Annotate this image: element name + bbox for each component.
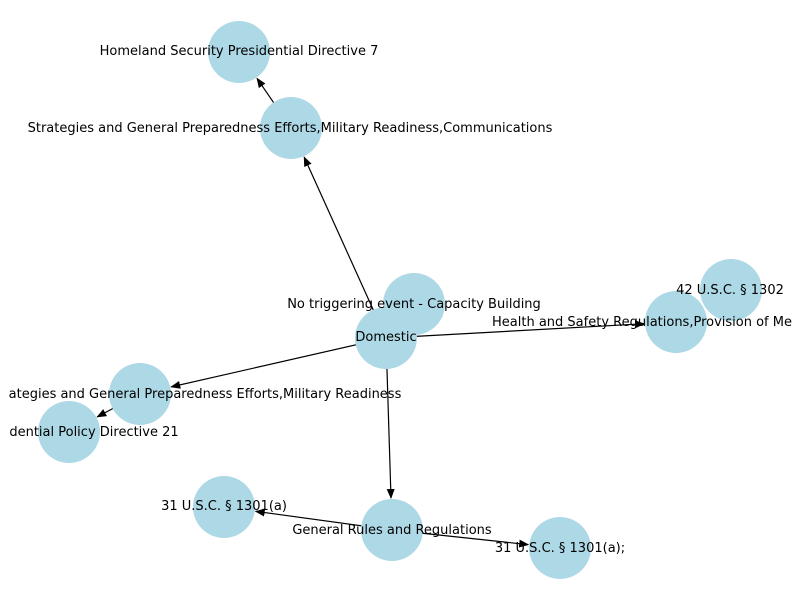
- node-label-ppd21: dential Policy Directive 21: [9, 425, 178, 440]
- node-domestic: [355, 307, 417, 369]
- edge-domestic-to-strat_mil: [170, 337, 387, 389]
- node-usc1301a: [193, 476, 255, 538]
- node-label-usc1301a: 31 U.S.C. § 1301(a): [161, 499, 287, 514]
- node-strat_comm: [260, 97, 322, 159]
- node-strat_mil: [109, 363, 171, 425]
- edge-domestic-to-strat_comm: [303, 156, 387, 339]
- edge-domestic-to-health: [385, 320, 646, 339]
- node-label-strat_mil: ategies and General Preparedness Efforts…: [9, 387, 402, 402]
- node-label-hspd7: Homeland Security Presidential Directive…: [100, 44, 379, 59]
- nodes-layer: [38, 21, 762, 579]
- node-ppd21: [38, 401, 100, 463]
- node-general: [361, 499, 423, 561]
- node-label-domestic: Domestic: [355, 330, 416, 345]
- labels-layer: Homeland Security Presidential Directive…: [9, 44, 792, 556]
- node-health: [645, 291, 707, 353]
- node-label-general: General Rules and Regulations: [292, 523, 492, 538]
- node-usc1301a_semi: [529, 517, 591, 579]
- node-hspd7: [208, 21, 270, 83]
- node-label-usc1302: 42 U.S.C. § 1302: [676, 283, 784, 298]
- node-label-health: Health and Safety Regulations,Provision …: [492, 315, 792, 330]
- node-label-usc1301a_semi: 31 U.S.C. § 1301(a);: [495, 541, 625, 556]
- node-usc1302: [700, 259, 762, 321]
- node-label-strat_comm: Strategies and General Preparedness Effo…: [28, 121, 553, 136]
- node-label-no_trigger: No triggering event - Capacity Building: [287, 297, 541, 312]
